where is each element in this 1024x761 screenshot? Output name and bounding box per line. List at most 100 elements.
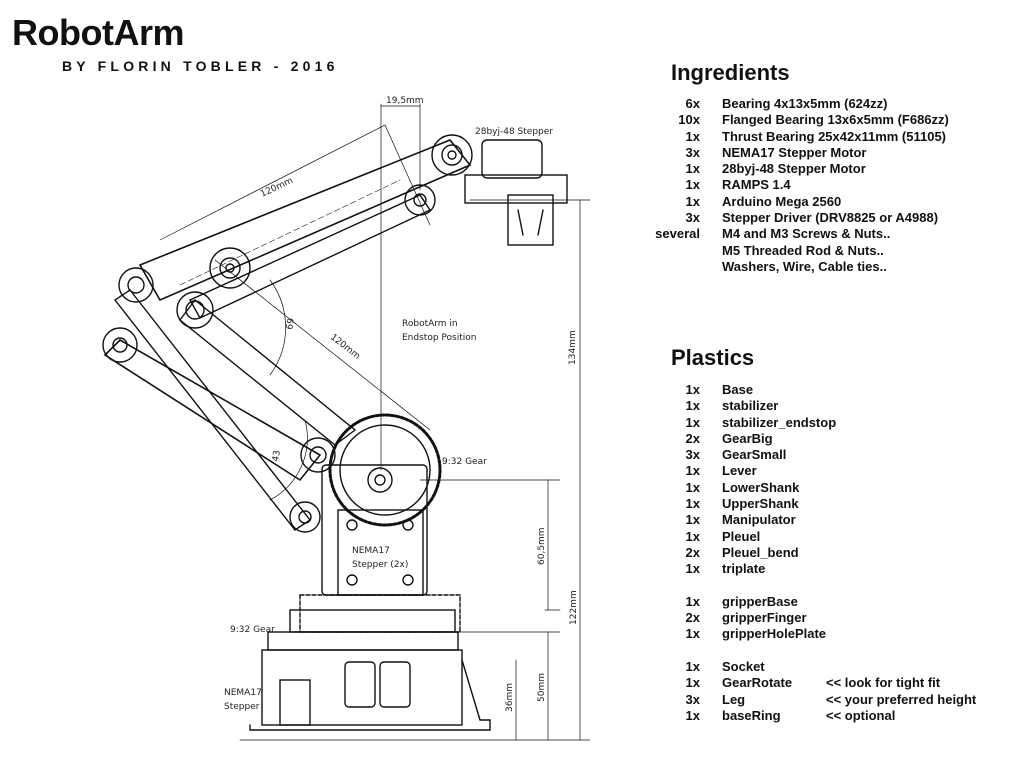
list-item: 1x stabilizer_endstop xyxy=(640,415,976,431)
dim-top: 19,5mm xyxy=(386,96,424,106)
item-qty: several xyxy=(655,226,700,242)
list-item: 1x RAMPS 1.4 xyxy=(640,177,949,193)
item-name: GearBig xyxy=(722,430,773,446)
item-name: Flanged Bearing 13x6x5mm (F686zz) xyxy=(722,112,949,128)
item-name: 28byj-48 Stepper Motor xyxy=(722,161,866,177)
caption-line1: RobotArm in xyxy=(402,319,458,329)
list-item: 1x gripperBase xyxy=(640,594,976,610)
stepper-small-label: 28byj-48 Stepper xyxy=(475,127,553,137)
item-qty: 1x xyxy=(685,193,700,209)
item-qty: 1x xyxy=(685,626,700,642)
item-name: Arduino Mega 2560 xyxy=(722,193,842,209)
gear-upper-label: 9:32 Gear xyxy=(442,457,487,467)
list-item: 10x Flanged Bearing 13x6x5mm (F686zz) xyxy=(640,112,949,128)
dim-134: 134mm xyxy=(568,330,578,365)
dim-arm-lower: 120mm xyxy=(328,332,362,361)
item-name: Pleuel_bend xyxy=(722,544,799,560)
item-qty: 3x xyxy=(685,144,700,160)
item-qty: 1x xyxy=(685,675,700,691)
item-name: Washers, Wire, Cable ties.. xyxy=(722,258,887,274)
item-qty: 10x xyxy=(678,112,700,128)
list-item: 3x Stepper Driver (DRV8825 or A4988) xyxy=(640,210,949,226)
page-title: RobotArm xyxy=(12,12,184,53)
list-item: M5 Threaded Rod & Nuts.. xyxy=(640,243,949,259)
item-name: Lever xyxy=(722,463,757,479)
ingredients-list: 6x Bearing 4x13x5mm (624zz) 10x Flanged Bea… xyxy=(640,96,949,275)
lower-arm xyxy=(103,289,357,531)
list-item: 1x stabilizer xyxy=(640,398,976,414)
list-item: 1x 28byj-48 Stepper Motor xyxy=(640,161,949,177)
gripper-head xyxy=(464,139,568,246)
dim-122: 122mm xyxy=(569,590,579,625)
item-qty: 1x xyxy=(685,398,700,414)
item-name: Manipulator xyxy=(722,512,796,528)
item-qty: 1x xyxy=(685,414,700,430)
item-name: GearRotate xyxy=(722,675,793,691)
item-name: LowerShank xyxy=(722,479,800,495)
item-qty: 1x xyxy=(685,561,700,577)
motor-low-line2: Stepper xyxy=(224,702,260,712)
item-name: NEMA17 Stepper Motor xyxy=(722,144,867,160)
item-name: Stepper Driver (DRV8825 or A4988) xyxy=(722,210,939,226)
item-qty: 3x xyxy=(685,447,700,463)
bearings xyxy=(102,134,473,533)
item-name: gripperHolePlate xyxy=(722,626,827,642)
item-qty: 1x xyxy=(685,707,700,723)
item-note: << your preferred height xyxy=(826,691,977,707)
item-qty: 2x xyxy=(685,544,700,560)
item-name: RAMPS 1.4 xyxy=(722,177,791,193)
item-qty: 3x xyxy=(685,691,700,707)
item-qty xyxy=(640,259,722,275)
motor-mid-line1: NEMA17 xyxy=(352,546,390,556)
list-item: 2x GearBig xyxy=(640,431,976,447)
dimension-lines xyxy=(159,103,591,741)
item-note: << look for tight fit xyxy=(826,675,941,691)
item-name: UpperShank xyxy=(722,496,799,512)
item-qty: 2x xyxy=(685,610,700,626)
item-qty: 3x xyxy=(685,210,700,226)
item-qty: 1x xyxy=(685,528,700,544)
motor-mid-line2: Stepper (2x) xyxy=(352,560,408,570)
item-qty: 1x xyxy=(685,496,700,512)
item-qty: 1x xyxy=(685,161,700,177)
item-qty: 1x xyxy=(685,128,700,144)
angle-43: 43 xyxy=(271,450,283,463)
item-name: M4 and M3 Screws & Nuts.. xyxy=(722,226,891,242)
item-name: stabilizer_endstop xyxy=(722,414,837,430)
item-name: gripperBase xyxy=(722,593,798,609)
angle-69: 69 xyxy=(285,317,297,330)
item-qty: 1x xyxy=(685,593,700,609)
list-item: Washers, Wire, Cable ties.. xyxy=(640,259,949,275)
item-name: Bearing 4x13x5mm (624zz) xyxy=(722,96,888,111)
list-item: 3x NEMA17 Stepper Motor xyxy=(640,145,949,161)
list-item: several M4 and M3 Screws & Nuts.. xyxy=(640,226,949,242)
item-name: stabilizer xyxy=(722,398,779,414)
item-name: M5 Threaded Rod & Nuts.. xyxy=(722,242,884,258)
item-qty: 2x xyxy=(685,430,700,446)
item-qty: 1x xyxy=(685,177,700,193)
item-name: Socket xyxy=(722,659,765,675)
caption-line2: Endstop Position xyxy=(402,333,476,343)
dim-60: 60,5mm xyxy=(537,527,547,565)
list-item: 1x Arduino Mega 2560 xyxy=(640,194,949,210)
motor-low-line1: NEMA17 xyxy=(224,688,262,698)
author-subtitle: BY FLORIN TOBLER - 2016 xyxy=(62,58,339,74)
list-item: 1x UpperShank xyxy=(640,496,976,512)
item-qty xyxy=(640,243,722,259)
list-item: 1x gripperHolePlate xyxy=(640,626,976,642)
item-qty: 1x xyxy=(685,382,700,397)
gear-lower-label: 9:32 Gear xyxy=(230,625,275,635)
item-name: baseRing xyxy=(722,707,781,723)
list-item: 2x Pleuel_bend xyxy=(640,545,976,561)
item-qty: 6x xyxy=(685,96,700,111)
item-name: Base xyxy=(722,382,754,397)
